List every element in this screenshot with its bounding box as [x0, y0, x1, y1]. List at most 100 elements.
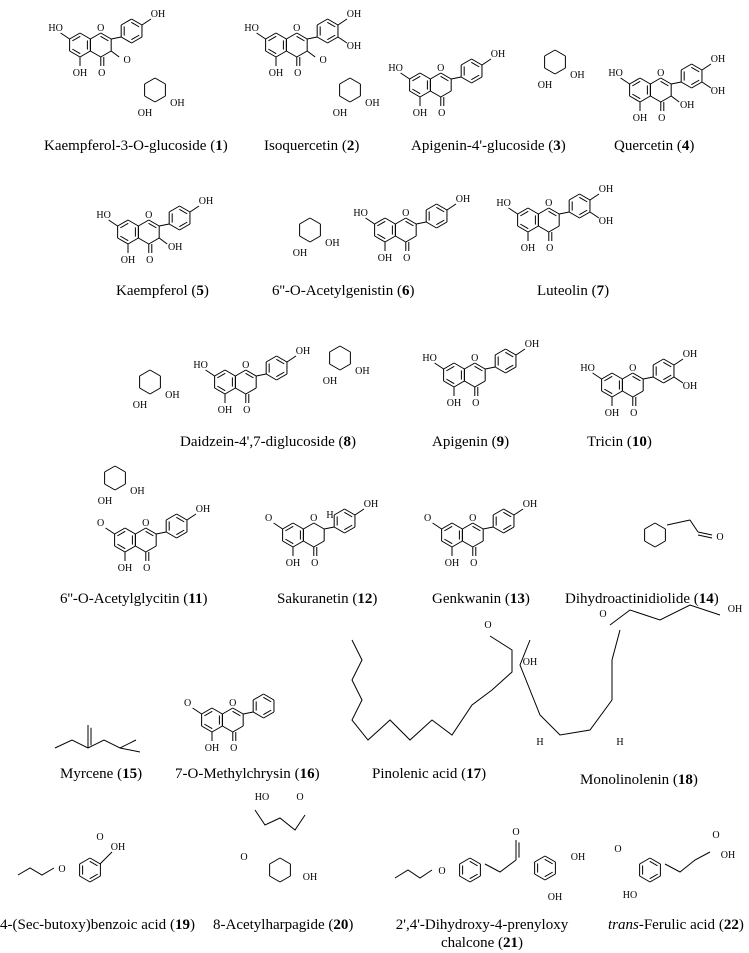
bond [60, 32, 70, 40]
bond [117, 530, 126, 537]
bond [158, 237, 168, 245]
bond [670, 95, 680, 103]
substituent: O [124, 55, 131, 66]
hydroxyl: OH [73, 68, 87, 79]
bond [462, 540, 474, 548]
bond [79, 50, 91, 58]
bond [263, 711, 275, 719]
compound-number: 2 [346, 138, 355, 154]
bond [135, 527, 147, 535]
carbonyl-oxygen: O [311, 558, 318, 569]
bond [592, 372, 602, 380]
compound-label-16: 7-O-Methylchrysin (16) [175, 766, 320, 782]
substituent: OH [168, 242, 182, 253]
hydroxyl: O [184, 698, 191, 709]
bond [192, 707, 202, 715]
bond [697, 531, 713, 536]
bond [72, 48, 81, 55]
bond [505, 366, 517, 374]
carbonyl-oxygen: O [230, 743, 237, 754]
bond [472, 522, 484, 530]
bond [149, 369, 161, 377]
hydroxyl: OH [196, 504, 210, 515]
bond [601, 372, 613, 380]
bond [579, 209, 588, 216]
bond [120, 235, 129, 242]
bond [472, 540, 484, 548]
bond [691, 66, 700, 73]
bond [527, 225, 539, 233]
compound-label-15: Myrcene (15) [60, 766, 143, 782]
bond [474, 380, 486, 388]
bond [333, 508, 345, 516]
hydroxyl: OH [347, 9, 361, 20]
bond [339, 345, 351, 353]
bond [114, 465, 126, 473]
hydroxyl: OH [286, 558, 300, 569]
hydroxyl: OH [599, 184, 613, 195]
bond [263, 696, 272, 703]
bond [309, 235, 321, 243]
ring-oxygen: O [657, 68, 664, 79]
bond [154, 95, 166, 103]
bond [649, 857, 661, 865]
compound-name: Apigenin-4'-glucoside [411, 138, 545, 154]
compound-name: Myrcene [60, 766, 114, 782]
bond [365, 217, 375, 225]
bond [205, 369, 215, 377]
substituent: OH [680, 100, 694, 111]
bond [673, 358, 684, 366]
bond [680, 81, 692, 89]
bond-chain [17, 867, 55, 876]
compound-label-17: Pinolenic acid (17) [372, 766, 487, 782]
hydroxyl: OH [523, 499, 537, 510]
bond [179, 223, 191, 231]
bond [104, 465, 116, 473]
bond [629, 77, 641, 85]
hydroxyl: OH [525, 339, 539, 350]
hydroxyl: OH [151, 9, 165, 20]
bond [114, 483, 126, 491]
compound-name: Kaempferol-3-O-glucoside [44, 138, 207, 154]
bond [263, 693, 275, 701]
bond [79, 875, 91, 883]
bond [515, 348, 526, 356]
bond [384, 217, 396, 225]
bond [211, 725, 223, 733]
bond [409, 72, 421, 80]
bond [412, 75, 421, 82]
bond [329, 345, 341, 353]
compound-label-10: Tricin (10) [587, 434, 652, 450]
carbonyl-oxygen: O [294, 68, 301, 79]
bond [139, 369, 151, 377]
bond [138, 219, 150, 227]
compound-name: Quercetin [614, 138, 674, 154]
bond [412, 88, 421, 95]
hydroxyl: OH [130, 486, 144, 497]
bond [451, 522, 463, 530]
hydrogen: H [616, 737, 623, 748]
compound-number: 5 [196, 283, 204, 299]
bond [673, 376, 684, 384]
hydroxyl: HO [96, 210, 110, 221]
bond [544, 873, 556, 881]
bond [548, 210, 557, 217]
bond [660, 77, 672, 85]
bond [211, 707, 223, 715]
bond [292, 540, 304, 548]
bond [405, 220, 414, 227]
hydroxyl: HO [608, 68, 622, 79]
hydroxyl: O [424, 513, 431, 524]
hydroxyl: OH [325, 238, 339, 249]
bond [189, 205, 200, 213]
bond [108, 219, 118, 227]
bond [148, 222, 157, 229]
compound-number: 6 [401, 283, 410, 299]
bond [554, 67, 566, 75]
